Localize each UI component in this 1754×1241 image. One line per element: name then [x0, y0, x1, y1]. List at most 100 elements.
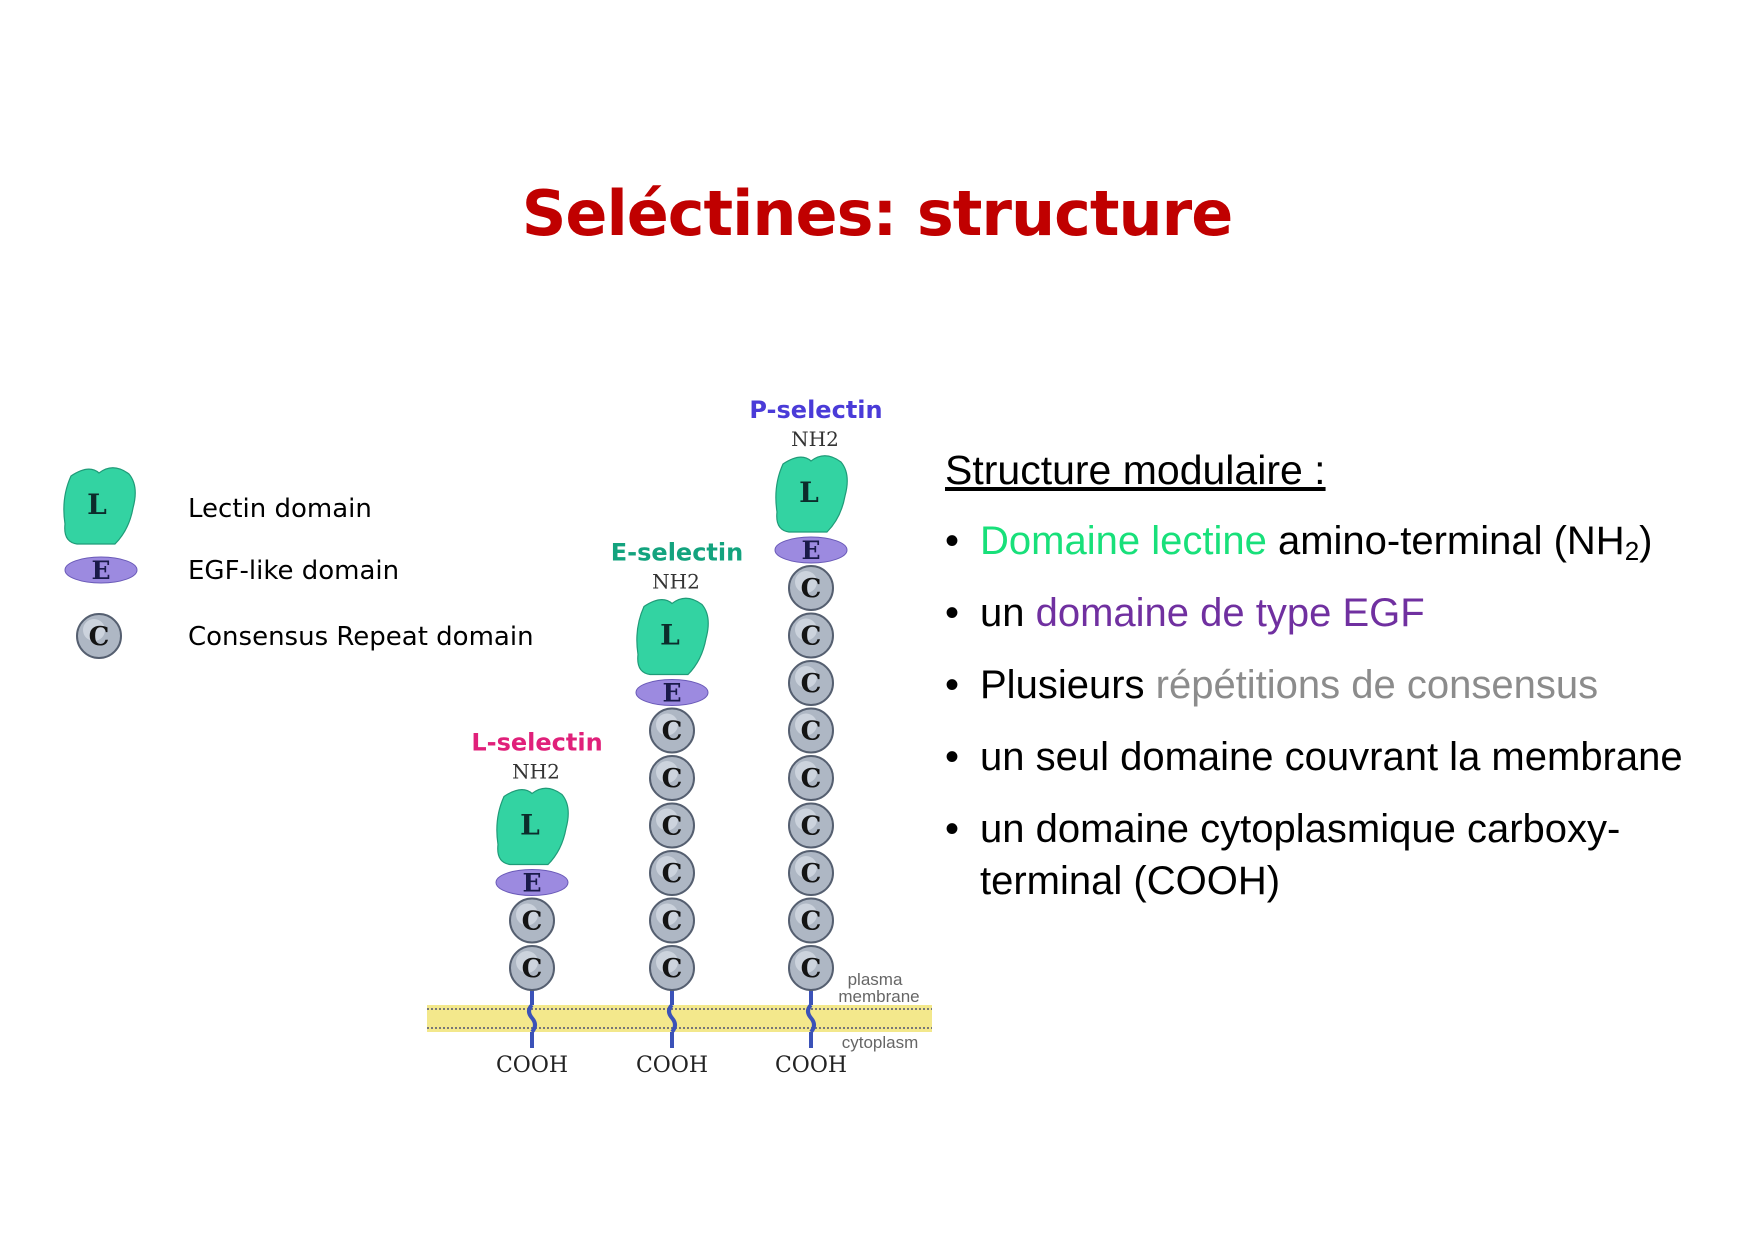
egf-glyph: E — [91, 556, 110, 585]
bullet-text: Plusieurs — [980, 663, 1156, 707]
lectin-glyph: L — [799, 476, 819, 509]
cr-glyph: C — [89, 622, 110, 652]
egf-glyph: E — [522, 869, 541, 898]
bullet-dot: • — [945, 663, 960, 707]
bullet-list: •Domaine lectine amino-terminal (NH2)•un… — [945, 515, 1735, 907]
egf-shape — [635, 679, 709, 706]
bullet-text: un domaine cytoplasmique carboxy-termina… — [980, 807, 1621, 903]
cr-highlight — [795, 761, 817, 783]
structure-heading: Structure modulaire : — [945, 447, 1326, 493]
bullet-text: amino-terminal (NH — [1266, 519, 1625, 563]
legend-cr-icon: C — [76, 613, 122, 659]
nh2-label: NH2 — [512, 760, 560, 784]
bullet-item: •Plusieurs répétitions de consensus — [945, 659, 1735, 711]
transmembrane-kink — [667, 1003, 677, 1034]
cr-glyph: C — [801, 764, 822, 794]
bullet-item: •un domaine de type EGF — [945, 587, 1735, 639]
cr-highlight — [795, 713, 817, 736]
nh2-label: NH2 — [652, 570, 700, 594]
transmembrane-kink — [806, 1003, 816, 1034]
lectin-domain: L — [496, 787, 569, 866]
bullet-item: •Domaine lectine amino-terminal (NH2) — [945, 515, 1735, 567]
legend-lectin-icon: L — [63, 467, 136, 545]
cr-domain: C — [788, 565, 834, 611]
cr-highlight — [795, 571, 817, 593]
selectins: COOHCCELNH2L-selectinCOOHCCCCCCELNH2E-se… — [471, 396, 882, 1078]
legend-item-lectin: L Lectin domain — [63, 467, 372, 545]
cr-highlight — [516, 951, 538, 973]
cr-glyph: C — [801, 812, 822, 842]
lectin-shape — [775, 455, 848, 533]
cr-domain: C — [509, 945, 555, 991]
egf-domain: E — [635, 679, 709, 708]
cr-glyph: C — [801, 669, 822, 699]
lectin-shape — [496, 787, 569, 866]
egf-glyph: E — [662, 679, 681, 708]
cr-highlight — [656, 808, 678, 831]
bullet-text: domaine de type EGF — [1035, 591, 1425, 635]
lectin-glyph: L — [660, 619, 680, 652]
legend-label: Lectin domain — [188, 494, 372, 524]
egf-glyph: E — [801, 536, 820, 565]
selectin-name: L-selectin — [471, 729, 602, 757]
text-panel: Structure modulaire : •Domaine lectine a… — [945, 445, 1735, 927]
cr-domain: C — [788, 897, 834, 944]
nh2-label: NH2 — [791, 427, 839, 451]
cr-domain: C — [788, 945, 834, 991]
selectin-name: E-selectin — [611, 539, 743, 567]
legend-item-egf: E EGF-like domain — [64, 556, 399, 586]
lectin-domain: L — [775, 455, 848, 533]
cr-domain: C — [788, 660, 834, 706]
cr-glyph: C — [662, 907, 683, 937]
cr-highlight — [656, 761, 678, 783]
cr-glyph: C — [662, 717, 683, 747]
egf-shape — [774, 536, 848, 564]
cooh-label: COOH — [496, 1053, 568, 1078]
cytoplasm-label: cytoplasm — [842, 1033, 919, 1052]
plasma-label: plasma — [848, 970, 903, 989]
bullet-text: Domaine lectine — [980, 519, 1267, 563]
cr-glyph: C — [522, 907, 543, 937]
cr-highlight — [795, 808, 817, 831]
cr-glyph: C — [801, 954, 822, 984]
cooh-label: COOH — [636, 1053, 708, 1078]
egf-shape — [64, 556, 138, 584]
cr-highlight — [795, 856, 817, 878]
cr-highlight — [795, 666, 817, 688]
lectin-glyph: L — [87, 488, 107, 521]
cr-domain: C — [788, 707, 834, 754]
cr-glyph: C — [522, 954, 543, 984]
bullet-dot: • — [945, 735, 960, 779]
cr-glyph: C — [801, 622, 822, 652]
cr-glyph: C — [801, 717, 822, 747]
cr-glyph: C — [662, 954, 683, 984]
egf-domain: E — [774, 536, 848, 565]
lectin-shape — [63, 467, 136, 545]
transmembrane-kink — [527, 1003, 537, 1034]
bullet-text: un seul domaine couvrant la membrane — [980, 735, 1683, 779]
cr-domain: C — [649, 707, 695, 754]
bullet-item: •un domaine cytoplasmique carboxy-termin… — [945, 803, 1735, 907]
cr-domain: C — [509, 897, 555, 944]
bullet-text: 2 — [1624, 536, 1640, 566]
bullet-dot: • — [945, 591, 960, 635]
egf-domain: E — [495, 869, 569, 898]
cr-glyph: C — [801, 574, 822, 604]
legend-label: EGF-like domain — [188, 556, 399, 586]
cr-highlight — [516, 903, 538, 926]
cr-highlight — [83, 619, 105, 641]
cr-highlight — [656, 951, 678, 973]
cr-glyph: C — [662, 764, 683, 794]
cr-highlight — [656, 903, 678, 926]
cr-domain: C — [649, 802, 695, 849]
cr-highlight — [795, 951, 817, 973]
lectin-glyph: L — [520, 809, 540, 842]
cr-domain: C — [788, 755, 834, 801]
